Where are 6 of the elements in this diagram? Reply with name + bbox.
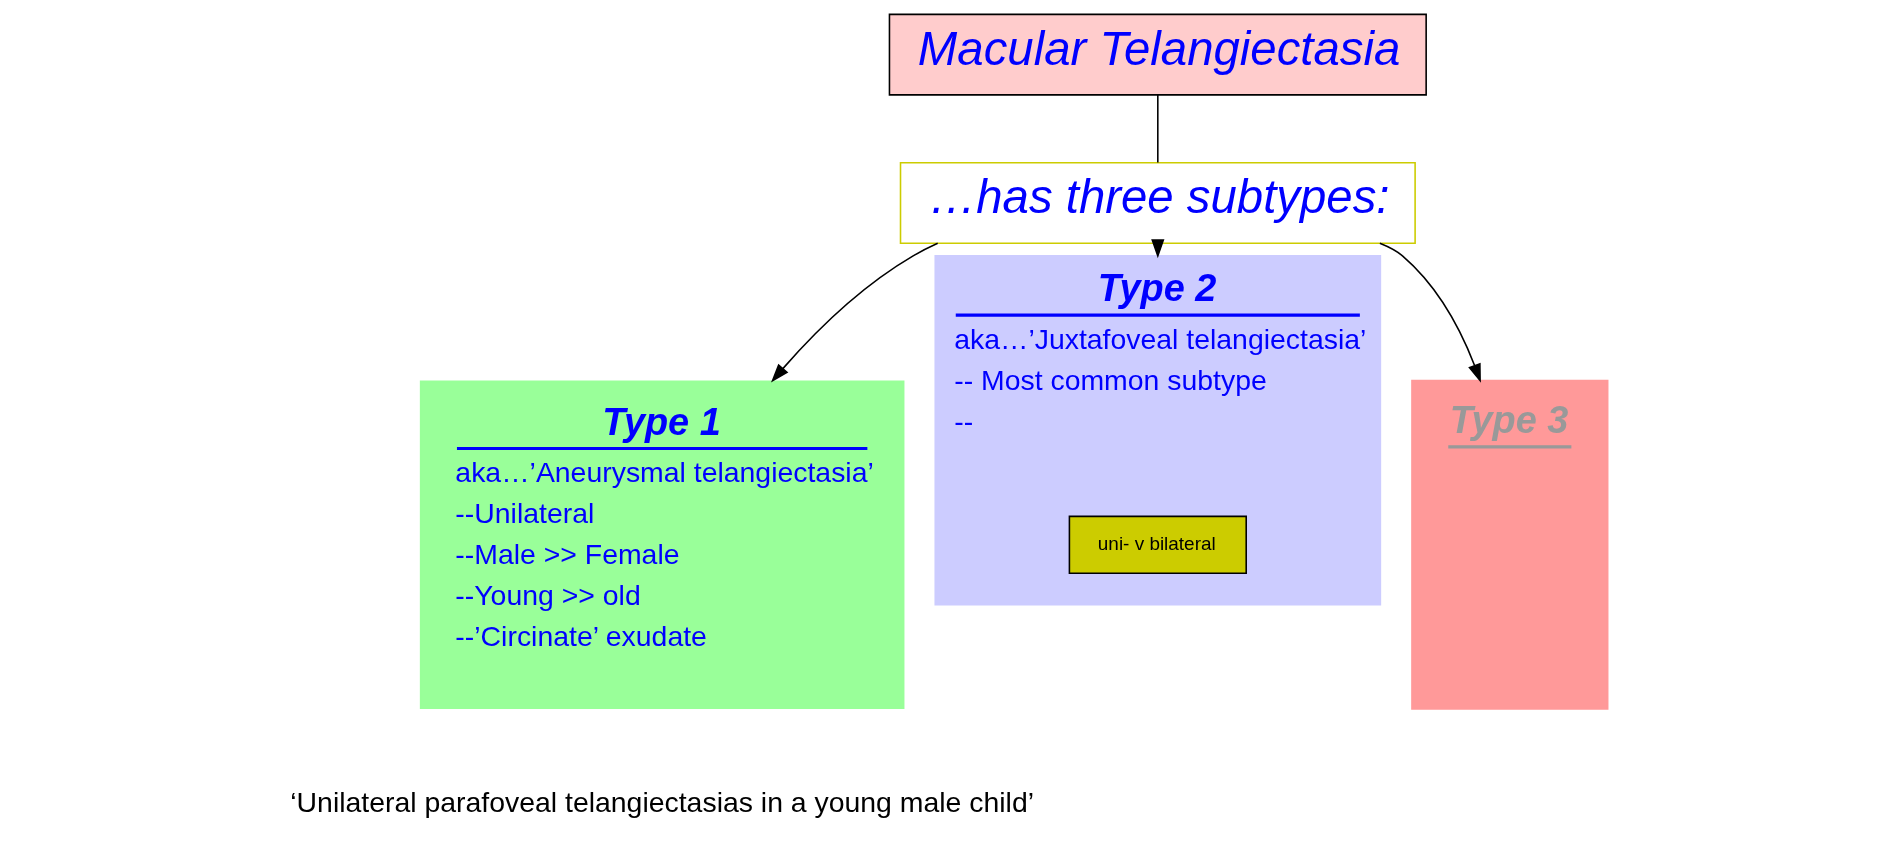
- connector: [1156, 94, 1159, 164]
- node-label: ‘Unilateral parafoveal telangiectasias in a young male child’: [289, 786, 1034, 819]
- node-box: Type 3: [1410, 379, 1608, 710]
- node-box: uni- v bilateral: [1068, 515, 1247, 574]
- node-box: Type 1 aka…’Aneurysmal telangiectasia’ --Unilateral --Male >> Female --Young >> old --’Circinate’ exudate: [419, 380, 904, 709]
- node-box: Macular Telangiectasia: [888, 13, 1427, 96]
